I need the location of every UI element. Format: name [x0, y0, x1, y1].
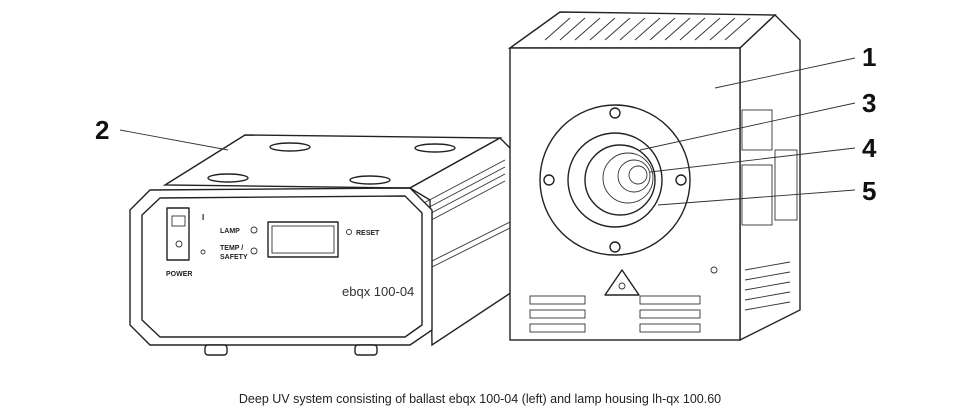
leader-lines — [119, 57, 856, 206]
lamp-label: LAMP — [220, 228, 240, 235]
power-switch — [166, 207, 190, 261]
callout-4: 4 — [862, 133, 877, 163]
lamp-housing — [507, 11, 801, 342]
callout-3: 3 — [862, 88, 877, 118]
reset-label: RESET — [356, 230, 380, 237]
model-label: ebqx 100-04 — [342, 284, 414, 299]
temp-label: TEMP / — [220, 245, 243, 252]
switch-on-mark: I — [202, 213, 204, 222]
figure-caption: Deep UV system consisting of ballast ebq… — [238, 392, 722, 406]
callout-5: 5 — [862, 176, 877, 206]
safety-label: SAFETY — [220, 254, 248, 261]
callout-2: 2 — [95, 115, 110, 145]
callout-1: 1 — [862, 42, 877, 72]
power-label: POWER — [166, 271, 192, 278]
laser-warning-icon — [604, 269, 640, 296]
ballast-unit: I POWER LAMP TEMP / SAFETY RESET ebqx 10… — [129, 134, 513, 356]
